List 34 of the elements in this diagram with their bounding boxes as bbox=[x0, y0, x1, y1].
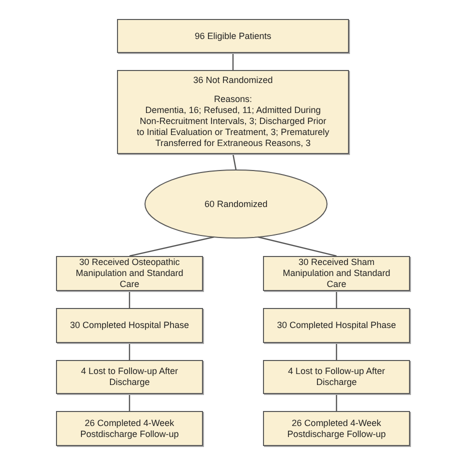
connector-line bbox=[128, 291, 130, 308]
connector-line bbox=[336, 343, 338, 360]
node-text: Dementia, 16; Refused, 11; Admitted During Non-Recruitment Intervals, 3; Discharged Prior to Initial Evaluation or Treatment, 3; Prematurely Transferred for Extraneous Reasons, 3 bbox=[136, 105, 330, 149]
node-label: 30 Received Osteopathic Manipulation and Standard Care bbox=[74, 257, 184, 290]
node-label: 4 Lost to Follow-up After Discharge bbox=[286, 366, 386, 388]
node-label: 30 Completed Hospital Phase bbox=[276, 320, 396, 331]
connector-line bbox=[336, 394, 338, 411]
node-label: 30 Received Sham Manipulation and Standard Care bbox=[282, 257, 392, 290]
node-text: Reasons: bbox=[212, 94, 254, 105]
connector-line bbox=[336, 291, 338, 308]
node-label: 36 Not Randomized bbox=[192, 75, 274, 86]
randomization-ellipse bbox=[144, 170, 328, 238]
connector-line bbox=[128, 394, 130, 411]
node-label: 26 Completed 4-Week Postdischarge Follow-up bbox=[79, 418, 180, 440]
process-box bbox=[263, 360, 410, 394]
process-box bbox=[263, 308, 410, 343]
process-box bbox=[56, 360, 203, 394]
node-label: 26 Completed 4-Week Postdischarge Follow-up bbox=[286, 418, 387, 440]
process-box bbox=[56, 411, 203, 446]
node-label: 96 Eligible Patients bbox=[194, 30, 272, 42]
process-box bbox=[263, 411, 410, 446]
process-box bbox=[56, 308, 203, 343]
connector-line bbox=[258, 236, 337, 257]
process-box bbox=[117, 70, 349, 154]
node-label: 4 Lost to Follow-up After Discharge bbox=[80, 366, 180, 388]
process-box bbox=[117, 19, 349, 53]
connector-line bbox=[232, 53, 234, 70]
connector-line bbox=[128, 343, 130, 360]
process-box bbox=[56, 256, 203, 291]
connector-line bbox=[129, 236, 214, 257]
process-box bbox=[263, 256, 410, 291]
node-label: 30 Completed Hospital Phase bbox=[70, 320, 190, 331]
connector-line bbox=[232, 154, 237, 170]
node-label: 60 Randomized bbox=[204, 198, 268, 210]
